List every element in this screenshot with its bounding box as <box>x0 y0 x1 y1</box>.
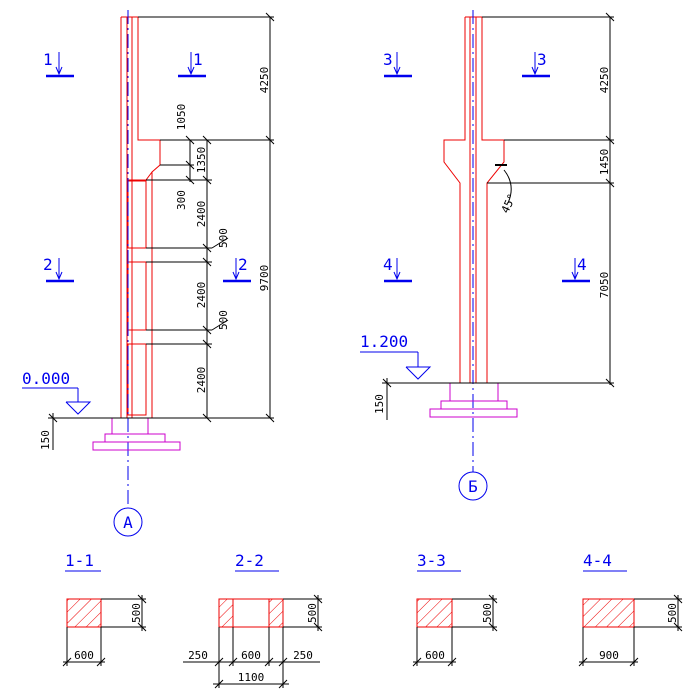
section-3-3: 3-3 500 600 <box>412 551 498 667</box>
svg-text:900: 900 <box>599 649 619 662</box>
svg-text:300: 300 <box>175 190 188 210</box>
dimensions-a <box>48 12 275 450</box>
dimension-text-b: 4250 1450 45° 7050 150 <box>373 67 611 414</box>
dimensions-b <box>382 12 615 420</box>
svg-text:1.200: 1.200 <box>360 332 408 351</box>
axis-label-a: A <box>123 513 133 532</box>
svg-text:600: 600 <box>241 649 261 662</box>
svg-text:1050: 1050 <box>175 104 188 131</box>
svg-text:1-1: 1-1 <box>65 551 94 570</box>
svg-text:500: 500 <box>666 603 679 623</box>
svg-text:3: 3 <box>537 50 547 69</box>
svg-text:250: 250 <box>188 649 208 662</box>
svg-text:4250: 4250 <box>598 67 611 94</box>
elevation-marker-b: 1.200 <box>360 332 432 380</box>
svg-text:2400: 2400 <box>195 282 208 309</box>
axis-bubble-a <box>113 507 143 537</box>
svg-text:150: 150 <box>373 394 386 414</box>
svg-text:500: 500 <box>130 603 143 623</box>
section-mark-4-left: 4 <box>383 255 412 283</box>
column-b: Б 1.200 3 3 4 4 <box>360 10 615 501</box>
svg-text:500: 500 <box>306 603 319 623</box>
svg-text:7050: 7050 <box>598 272 611 299</box>
section-4-4-shape <box>582 598 635 628</box>
svg-text:600: 600 <box>425 649 445 662</box>
column-a-outline <box>120 16 161 418</box>
svg-text:1350: 1350 <box>195 147 208 174</box>
axis-bubble-b <box>458 471 488 501</box>
section-mark-3-right: 3 <box>522 50 550 78</box>
section-mark-2-left: 2 <box>43 255 74 283</box>
svg-text:1100: 1100 <box>238 671 265 684</box>
svg-text:0.000: 0.000 <box>22 369 70 388</box>
section-1-1: 1-1 500 600 <box>62 551 147 667</box>
section-mark-4-right: 4 <box>562 255 590 283</box>
section-1-1-shape <box>66 598 102 628</box>
svg-text:250: 250 <box>293 649 313 662</box>
svg-text:2: 2 <box>43 255 53 274</box>
svg-text:45°: 45° <box>499 192 519 216</box>
svg-text:2400: 2400 <box>195 201 208 228</box>
svg-text:4250: 4250 <box>258 67 271 94</box>
foundation-a <box>92 417 181 451</box>
svg-text:4: 4 <box>383 255 393 274</box>
svg-text:2400: 2400 <box>195 367 208 394</box>
column-a: A 0.000 1 1 2 <box>22 10 275 537</box>
svg-text:150: 150 <box>39 430 52 450</box>
column-b-outline <box>443 16 505 383</box>
section-2-2: 2-2 500 250 600 250 1100 <box>183 551 323 689</box>
section-mark-1-right: 1 <box>178 50 206 78</box>
svg-text:9700: 9700 <box>258 265 271 292</box>
svg-text:1: 1 <box>43 50 53 69</box>
svg-text:1: 1 <box>193 50 203 69</box>
svg-text:600: 600 <box>74 649 94 662</box>
svg-text:3-3: 3-3 <box>417 551 446 570</box>
section-mark-2-right: 2 <box>223 255 251 283</box>
foundation-b <box>429 382 518 418</box>
svg-text:2-2: 2-2 <box>235 551 264 570</box>
section-mark-3-left: 3 <box>383 50 412 78</box>
svg-text:3: 3 <box>383 50 393 69</box>
section-4-4: 4-4 500 900 <box>578 551 683 667</box>
svg-text:4-4: 4-4 <box>583 551 612 570</box>
dimension-text-a: 4250 1050 1350 300 2400 500 2400 500 240… <box>39 67 271 450</box>
section-3-3-shape <box>416 598 453 628</box>
section-mark-1-left: 1 <box>43 50 74 78</box>
svg-text:500: 500 <box>481 603 494 623</box>
elevation-marker-a: 0.000 <box>22 369 92 415</box>
svg-text:1450: 1450 <box>598 149 611 176</box>
svg-text:500: 500 <box>217 228 230 248</box>
svg-text:500: 500 <box>217 310 230 330</box>
axis-label-b: Б <box>468 477 478 496</box>
svg-text:4: 4 <box>577 255 587 274</box>
svg-text:2: 2 <box>238 255 248 274</box>
